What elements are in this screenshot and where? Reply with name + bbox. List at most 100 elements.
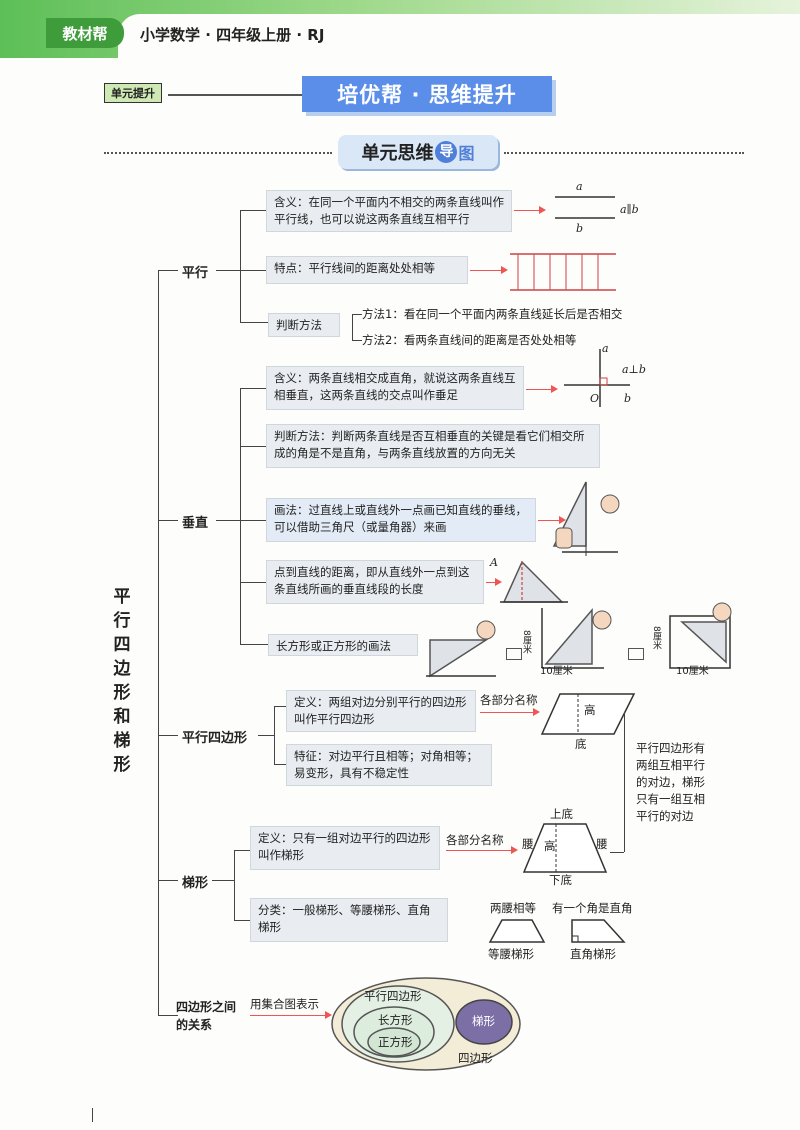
branch-parallelogram: 平行四边形 — [182, 731, 248, 746]
set-label-trapezoid: 梯形 — [472, 1014, 495, 1028]
trunk-line — [158, 270, 159, 1015]
fig-label-a: a — [602, 342, 609, 355]
arrow — [446, 846, 518, 854]
trapezoid-leg-right-label: 腰 — [596, 837, 608, 851]
branch-line — [240, 520, 266, 521]
arrow — [486, 578, 502, 586]
branch-line — [240, 446, 266, 447]
arrow — [526, 385, 558, 393]
branch-parallel: 平行 — [182, 266, 209, 281]
parallel-definition: 含义：在同一个平面内不相交的两条直线叫作平行线，也可以说这两条直线互相平行 — [266, 190, 512, 232]
unit-tag: 单元提升 — [104, 83, 162, 103]
parallel-lines-figure — [555, 196, 615, 219]
trapezoid-figure — [522, 823, 608, 873]
branch-line — [240, 388, 266, 389]
set-label-quadrilateral: 四边形 — [458, 1051, 493, 1065]
fig-label-a: a — [576, 180, 583, 193]
fig-relation: a⊥b — [622, 363, 646, 376]
branch-line — [158, 270, 178, 271]
dotted-line-right — [504, 152, 744, 154]
set-label-rectangle: 长方形 — [378, 1013, 413, 1027]
arrow — [514, 206, 546, 214]
book-title: 小学数学 · 四年级上册 · RJ — [140, 26, 325, 44]
subtitle-badge-2: 图 — [458, 144, 475, 163]
branch-line — [158, 880, 178, 881]
unit-divider — [168, 94, 308, 96]
length-label-8cm: 8厘米 — [651, 626, 661, 650]
branch-line — [234, 920, 250, 921]
trapezoid-definition: 定义：只有一组对边平行的四边形叫作梯形 — [250, 826, 440, 870]
perpendicular-figure — [564, 349, 630, 407]
branch-line — [234, 850, 250, 851]
right-trapezoid-figure — [571, 919, 626, 943]
parallel-feature: 特点：平行线间的距离处处相等 — [266, 256, 468, 284]
arrow — [250, 1011, 332, 1019]
branch-line — [240, 210, 266, 211]
rect-step-1-figure — [426, 620, 496, 678]
fig-label-b: b — [576, 222, 584, 235]
perpendicular-definition: 含义：两条直线相交成直角，就说这两条直线互相垂直，这两条直线的交点叫作垂足 — [266, 366, 524, 410]
parallel-method-2: 方法2：看两条直线间的距离是否处处相等 — [362, 333, 577, 347]
parallelogram-figure — [540, 693, 636, 735]
parallel-method-1: 方法1：看在同一个平面内两条直线延长后是否相交 — [362, 307, 623, 321]
branch-line — [212, 880, 234, 881]
branch-line — [274, 706, 275, 764]
relation-method: 用集合图表示 — [250, 997, 319, 1011]
branch-line — [158, 1015, 178, 1016]
judge-method-label: 判断方法 — [268, 313, 340, 337]
point-line-distance: 点到直线的距离，即从直线外一点到这条直线所画的垂直线段的长度 — [266, 560, 484, 604]
parallelogram-base-label: 底 — [575, 737, 587, 751]
rect-drawing-method: 长方形或正方形的画法 — [268, 634, 418, 656]
branch-line — [240, 388, 241, 644]
parallelogram-feature: 特征：对边平行且相等；对角相等；易变形，具有不稳定性 — [286, 744, 492, 786]
length-label-8cm: 8厘米 — [521, 630, 531, 654]
isosceles-trapezoid-figure — [488, 919, 546, 943]
distance-figure — [500, 560, 568, 603]
isosceles-trapezoid-name: 等腰梯形 — [488, 947, 534, 961]
set-label-parallelogram: 平行四边形 — [364, 989, 422, 1003]
set-square-drawing-figure — [552, 481, 620, 556]
dotted-line-left — [104, 152, 332, 154]
subtitle-text: 单元思维 — [361, 143, 434, 164]
bracket-line — [352, 314, 362, 315]
compare-bracket — [610, 852, 624, 853]
brand-badge: 教材帮 — [46, 18, 124, 48]
branch-perpendicular: 垂直 — [182, 516, 209, 531]
bracket-line — [352, 340, 362, 341]
equal-distance-figure — [510, 253, 616, 291]
right-trapezoid-name: 直角梯形 — [570, 947, 616, 961]
trapezoid-parts-label: 各部分名称 — [446, 833, 504, 847]
mindmap-subtitle: 单元思维 导 图 — [338, 135, 498, 169]
branch-line — [274, 706, 286, 707]
branch-trapezoid: 梯形 — [182, 876, 209, 891]
set-label-square: 正方形 — [378, 1035, 413, 1049]
fig-label-b: b — [624, 392, 632, 405]
section-title: 培优帮 · 思维提升 — [302, 76, 552, 112]
arrow — [470, 266, 508, 274]
rect-step-3-figure — [669, 602, 732, 669]
page-mark — [92, 1108, 93, 1122]
perpendicular-draw: 画法：过直线上或直线外一点画已知直线的垂线，可以借助三角尺（或量角器）来画 — [266, 498, 536, 542]
branch-line — [158, 735, 178, 736]
trapezoid-classification: 分类：一般梯形、等腰梯形、直角梯形 — [250, 898, 448, 942]
parallelogram-definition: 定义：两组对边分别平行的四边形叫作平行四边形 — [286, 690, 476, 732]
branch-line — [274, 764, 286, 765]
step-arrow-icon — [628, 648, 644, 660]
right-angle-note: 有一个角是直角 — [552, 901, 633, 915]
length-label-10cm: 10厘米 — [540, 666, 573, 677]
bracket-line — [352, 314, 353, 340]
branch-line — [258, 735, 274, 736]
rect-step-2-figure — [541, 607, 612, 669]
set-diagram — [331, 977, 521, 1071]
branch-line — [216, 270, 240, 271]
trapezoid-bottom-label: 下底 — [549, 873, 572, 887]
parallelogram-height-label: 高 — [584, 703, 596, 717]
fig-relation: a∥b — [620, 203, 639, 216]
branch-line — [240, 210, 241, 322]
root-title: 平行四边形和梯形 — [113, 587, 131, 775]
branch-relation: 四边形之间的关系 — [176, 1000, 237, 1032]
perpendicular-judge: 判断方法：判断两条直线是否互相垂直的关键是看它们相交所成的角是不是直角，与两条直… — [266, 424, 600, 468]
branch-line — [216, 520, 240, 521]
trapezoid-top-label: 上底 — [550, 807, 573, 821]
branch-line — [240, 270, 266, 271]
